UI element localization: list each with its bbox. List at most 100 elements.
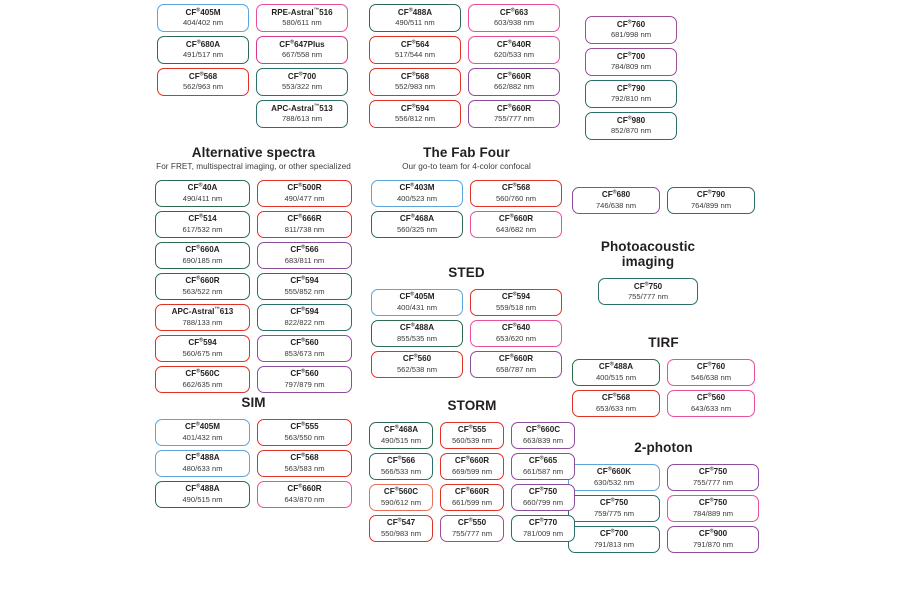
dye-name: CF®663 (499, 7, 529, 17)
group-title: 2-photon (634, 440, 693, 455)
dye-spectra: 400/515 nm (595, 372, 637, 382)
dye-spectra: 555/852 nm (284, 286, 325, 296)
dye-spectra: 560/675 nm (182, 348, 223, 358)
dye-name: CF®760 (616, 19, 646, 29)
dye-spectra: 660/799 nm (522, 497, 564, 507)
dye-name: CF®405M (185, 7, 221, 17)
dye-name: CF®547 (386, 517, 416, 528)
group-subtitle: For FRET, multispectral imaging, or othe… (156, 162, 351, 172)
dye-name: CF®468A (383, 424, 419, 435)
dye-name: CF®660K (596, 466, 632, 477)
dye-spectra: 490/477 nm (284, 193, 325, 203)
dye-name: CF®660R (498, 213, 534, 224)
dye-name: CF®560 (402, 353, 432, 364)
dye-name: CF®594 (290, 306, 319, 317)
dye-spectra: 755/777 nm (627, 291, 669, 301)
dye-spectra: 563/522 nm (182, 286, 223, 296)
